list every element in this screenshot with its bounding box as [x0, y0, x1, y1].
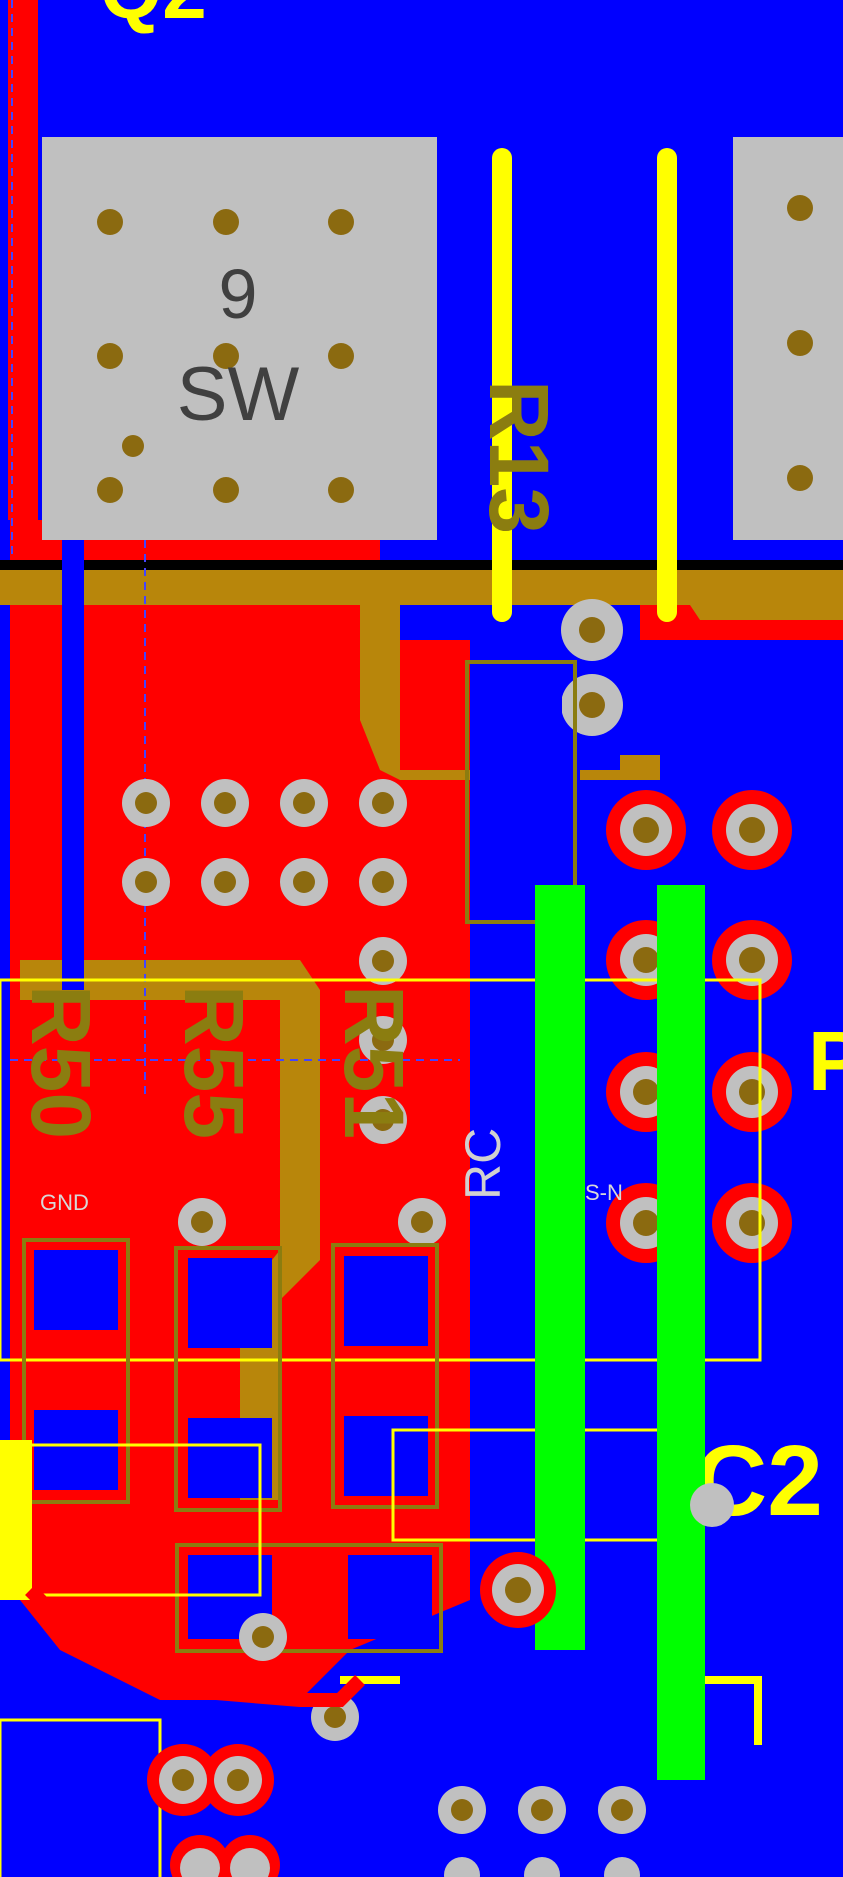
label-q2-partial: Q2	[100, 0, 207, 35]
board-edge-line	[0, 560, 843, 570]
header-silk-outline	[0, 978, 762, 1362]
copper-trace-vertical	[360, 605, 660, 780]
right-pad-vias	[787, 195, 813, 491]
copper-trace-horizontal	[0, 570, 843, 620]
component-outline-r13	[465, 660, 577, 924]
label-p-partial: P	[808, 1014, 843, 1108]
silk-block-left	[0, 1440, 32, 1600]
copper-trace-diagonal	[20, 960, 320, 1500]
via-array-grid	[122, 779, 446, 1246]
label-tiny-mark: S-N	[585, 1180, 623, 1205]
label-r51: R51	[327, 985, 421, 1139]
label-r13: R13	[472, 380, 566, 534]
copper-pour-left	[10, 520, 470, 1700]
silk-outline-left	[0, 1443, 262, 1597]
silk-bracket-bottom	[700, 1676, 762, 1745]
resistor-footprints	[22, 1238, 443, 1653]
label-gnd-small: GND	[40, 1190, 89, 1215]
switch-pad	[42, 137, 437, 540]
highlight-bar-right	[657, 885, 705, 1780]
label-r50: R50	[14, 985, 108, 1139]
r13-pad-top	[482, 668, 562, 768]
copper-trace-lower-curve	[25, 1585, 365, 1707]
lower-vias	[147, 1483, 734, 1877]
label-r55: R55	[167, 985, 261, 1139]
highlight-bar-left	[535, 885, 585, 1650]
switch-pad-vias	[97, 209, 354, 503]
copper-clearance-channel	[62, 540, 84, 990]
switch-pad-label: SW	[177, 352, 300, 437]
switch-pin-number: 9	[219, 255, 258, 333]
label-rc: RC	[455, 1128, 511, 1200]
